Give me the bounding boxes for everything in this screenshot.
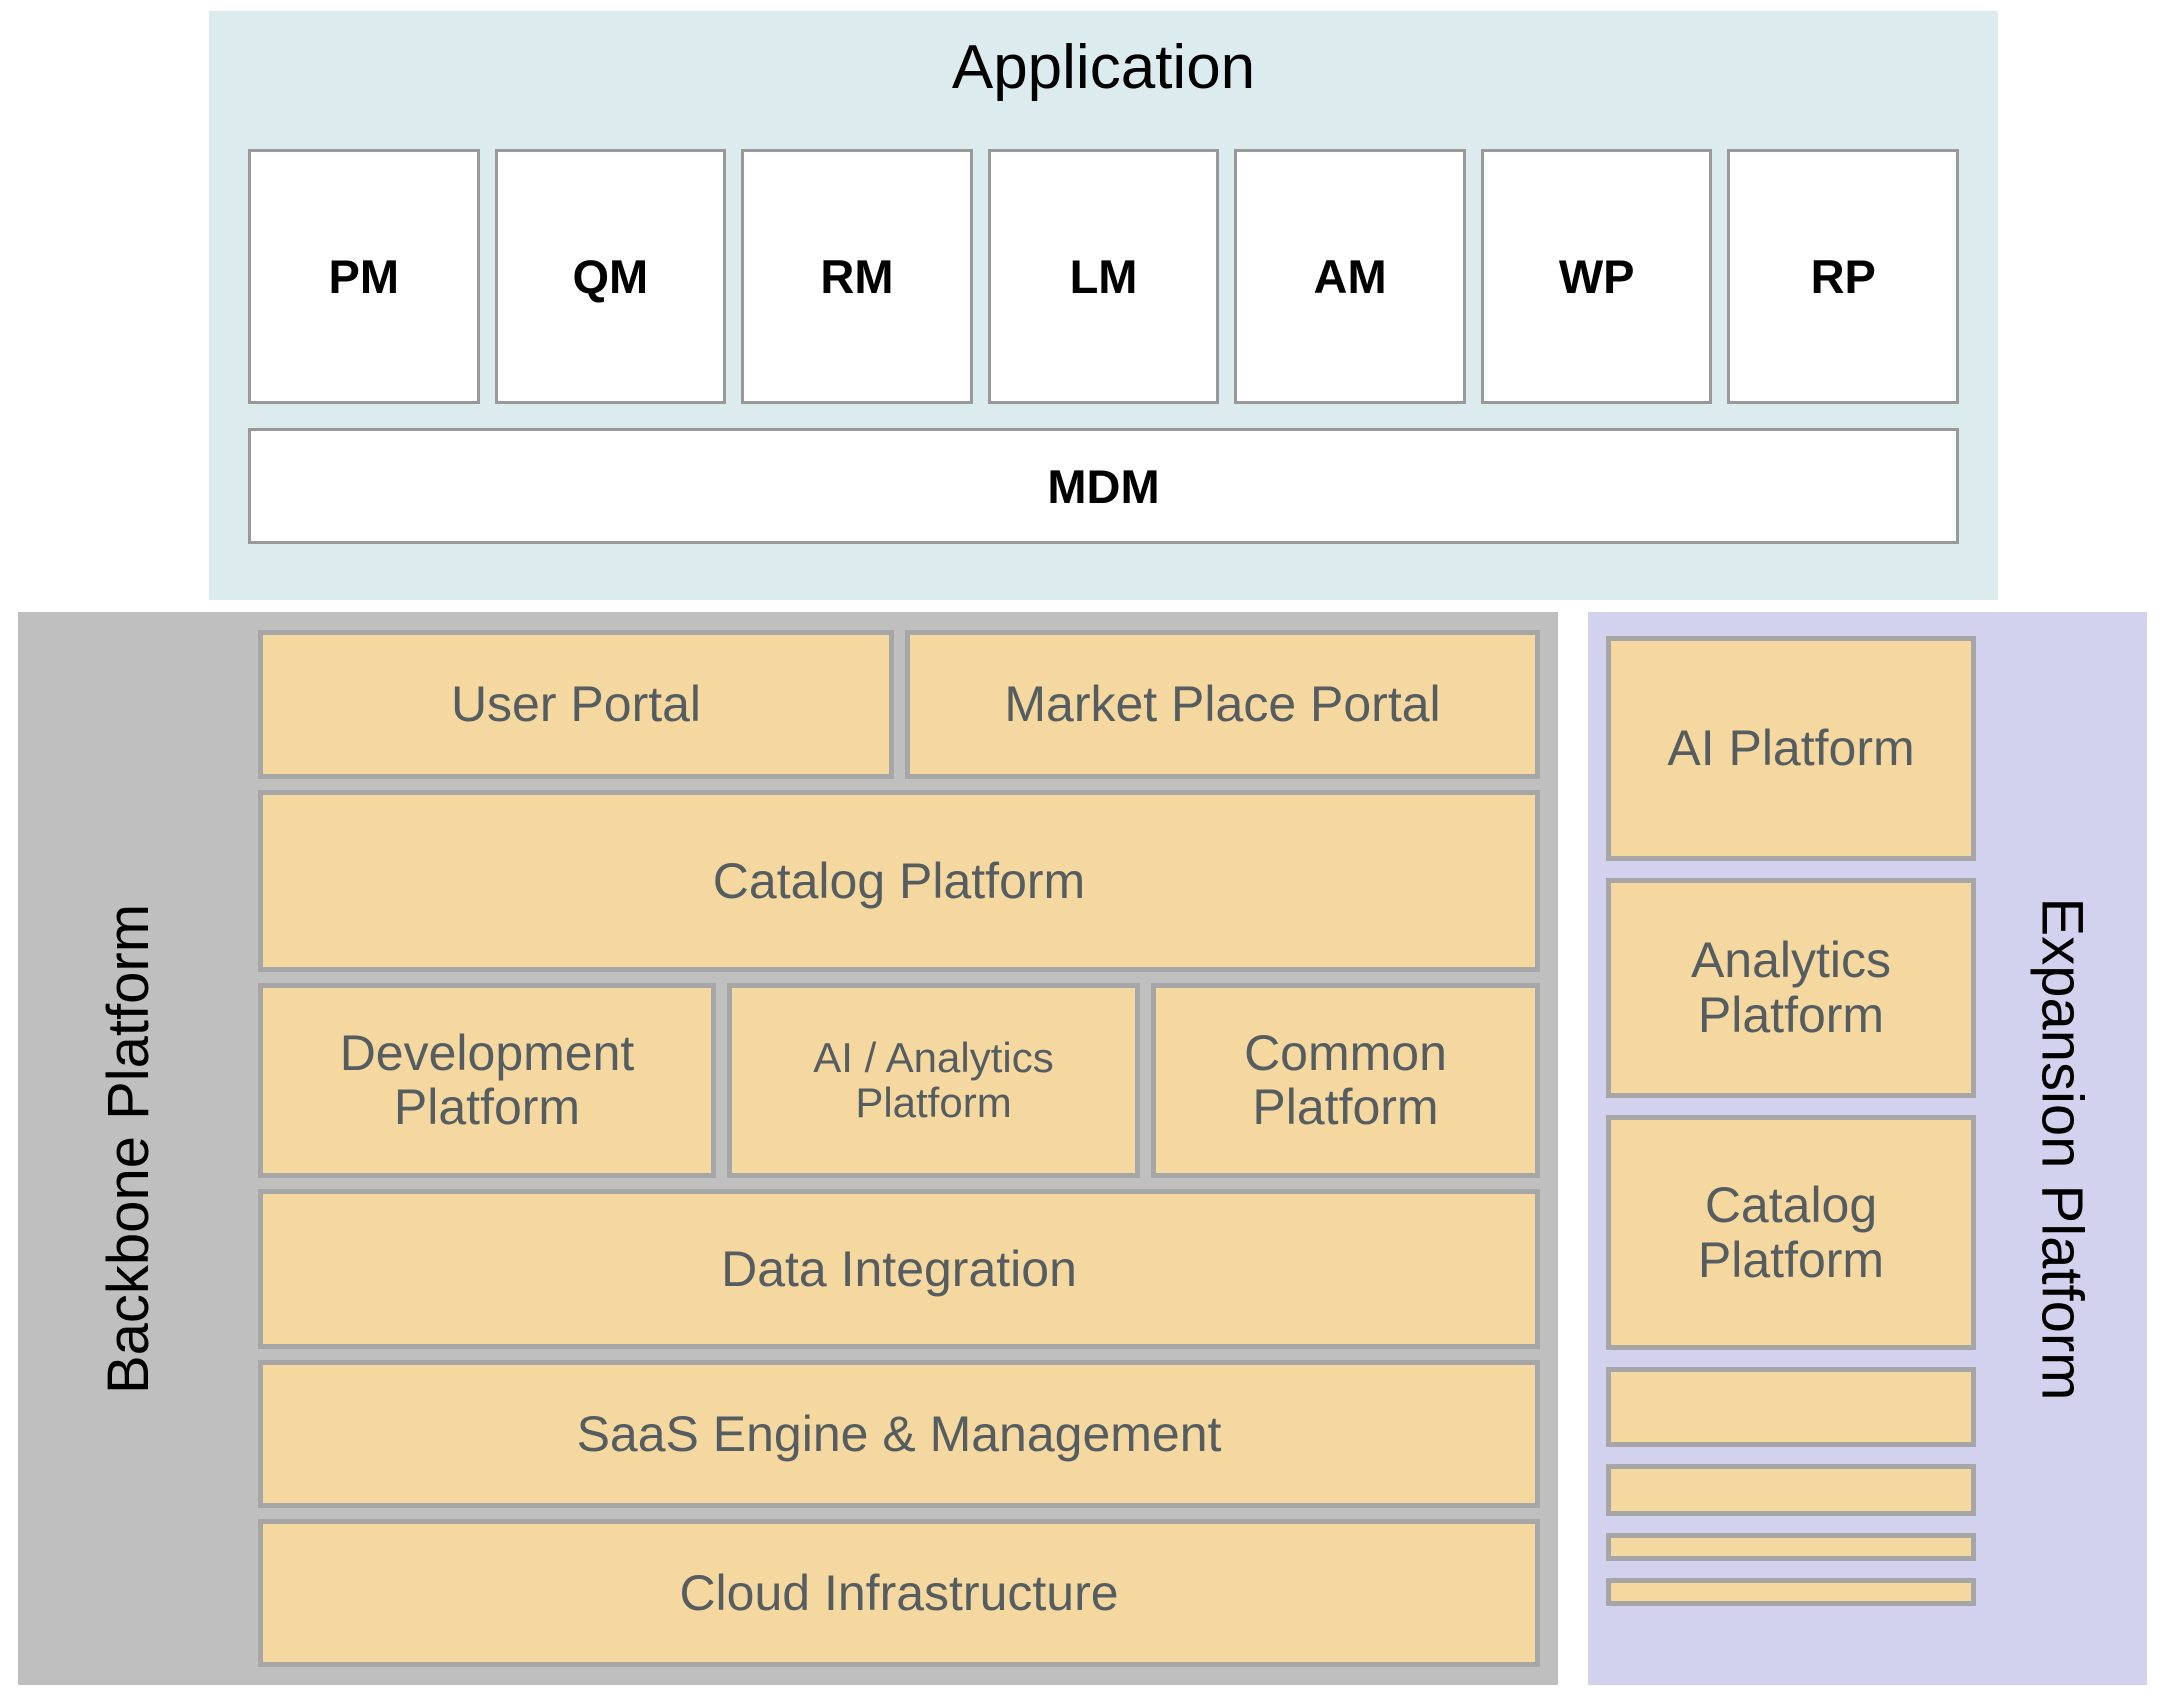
- expansion-box-placeholder-1[interactable]: [1606, 1367, 1976, 1447]
- backbone-row-catalog: Catalog Platform: [258, 789, 1540, 972]
- backbone-platform-panel: Backbone Platform User Portal Market Pla…: [18, 612, 1558, 1685]
- backbone-platform-label-text: Backbone Platform: [96, 903, 161, 1394]
- expansion-box-placeholder-4[interactable]: [1606, 1578, 1976, 1606]
- backbone-row-platforms: Development Platform AI / Analytics Plat…: [258, 982, 1540, 1178]
- backbone-box-common-platform[interactable]: Common Platform: [1151, 982, 1540, 1178]
- app-module-qm[interactable]: QM: [494, 149, 727, 404]
- backbone-box-catalog-platform[interactable]: Catalog Platform: [258, 789, 1540, 972]
- backbone-platform-stack: User Portal Market Place Portal Catalog …: [258, 630, 1540, 1667]
- app-module-mdm[interactable]: MDM: [248, 428, 1959, 544]
- app-module-rp[interactable]: RP: [1727, 149, 1960, 404]
- backbone-box-user-portal[interactable]: User Portal: [258, 630, 894, 779]
- backbone-platform-label: Backbone Platform: [18, 612, 240, 1685]
- expansion-platform-label-text: Expansion Platform: [2029, 897, 2095, 1400]
- expansion-box-placeholder-2[interactable]: [1606, 1464, 1976, 1516]
- backbone-box-market-place-portal[interactable]: Market Place Portal: [905, 630, 1540, 779]
- application-module-row: PM QM RM LM AM WP RP: [248, 149, 1960, 404]
- backbone-row-cloud-infrastructure: Cloud Infrastructure: [258, 1519, 1540, 1667]
- backbone-row-saas-engine: SaaS Engine & Management: [258, 1360, 1540, 1508]
- expansion-box-analytics-platform[interactable]: Analytics Platform: [1606, 878, 1976, 1098]
- app-module-am[interactable]: AM: [1234, 149, 1466, 404]
- expansion-box-placeholder-3[interactable]: [1606, 1533, 1976, 1561]
- backbone-box-saas-engine-management[interactable]: SaaS Engine & Management: [258, 1360, 1540, 1508]
- application-title: Application: [951, 33, 1256, 102]
- backbone-box-data-integration[interactable]: Data Integration: [258, 1189, 1540, 1349]
- application-layer-panel: Application PM QM RM LM AM WP RP MDM: [209, 11, 1998, 600]
- app-module-wp[interactable]: WP: [1480, 149, 1713, 404]
- app-module-rm[interactable]: RM: [741, 149, 973, 404]
- expansion-box-ai-platform[interactable]: AI Platform: [1606, 636, 1976, 861]
- expansion-platform-panel: Expansion Platform AI Platform Analytics…: [1588, 612, 2147, 1685]
- backbone-row-portals: User Portal Market Place Portal: [258, 630, 1540, 779]
- app-module-pm[interactable]: PM: [248, 149, 480, 404]
- expansion-platform-stack: AI Platform Analytics Platform Catalog P…: [1606, 636, 1976, 1606]
- backbone-row-data-integration: Data Integration: [258, 1189, 1540, 1349]
- backbone-box-ai-analytics-platform[interactable]: AI / Analytics Platform: [727, 982, 1140, 1178]
- backbone-box-development-platform[interactable]: Development Platform: [258, 982, 716, 1178]
- expansion-box-catalog-platform[interactable]: Catalog Platform: [1606, 1115, 1976, 1350]
- expansion-platform-label: Expansion Platform: [1975, 612, 2147, 1685]
- backbone-box-cloud-infrastructure[interactable]: Cloud Infrastructure: [258, 1519, 1540, 1667]
- app-module-lm[interactable]: LM: [987, 149, 1220, 404]
